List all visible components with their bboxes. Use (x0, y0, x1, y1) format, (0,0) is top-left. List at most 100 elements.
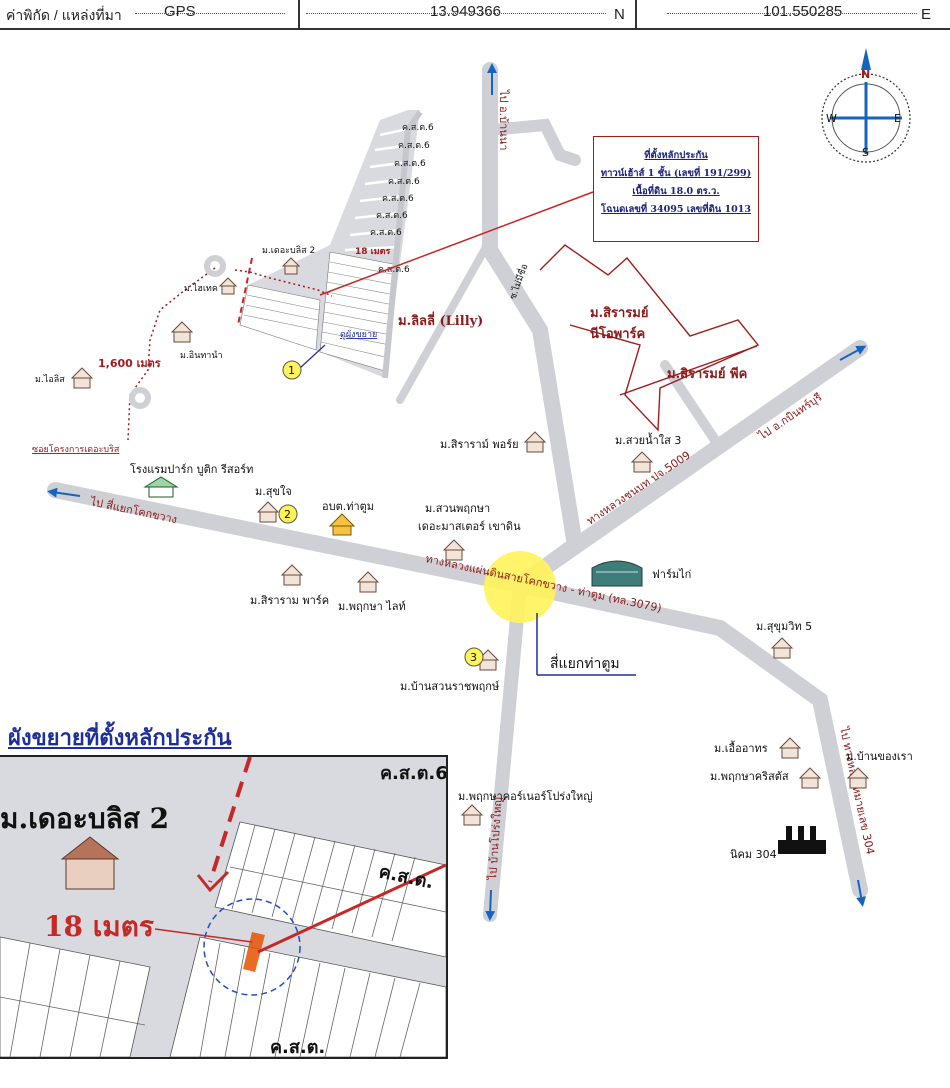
soi-label: ค.ส.ต.6 (398, 141, 430, 151)
info-line1: ทาวน์เฮ้าส์ 1 ชั้น (เลขที่ 191/299) (600, 168, 752, 179)
longitude-unit: E (921, 6, 932, 23)
road-peak (660, 360, 720, 445)
house-icon (170, 321, 194, 343)
house-icons (70, 257, 870, 826)
label-sirarom-peak: ม.สิรารมย์ พีค (667, 366, 747, 382)
label-pruksa-corner: ม.พฤกษาคอร์เนอร์โปร่งใหญ่ (458, 789, 593, 803)
label-sukjai: ม.สุขใจ (255, 485, 292, 498)
inset-soi-bot: ค.ส.ต. (270, 1037, 325, 1057)
label-nikom: นิคม 304 (730, 848, 777, 861)
label-intana: ม.อินทานำ (180, 350, 223, 361)
label-sirarom-park: ม.สิราราม พาร์ค (250, 594, 329, 607)
soi-label: ค.ส.ต.6 (394, 159, 426, 169)
road-label-soi-project: ซอยโครงการเดอะบริส (32, 444, 120, 455)
inset-map: ค.ส.ต.6 ค.ส.ต. ค.ส.ต. ม.เดอะบลิส 2 18 เม… (0, 755, 448, 1059)
soi-label: ค.ส.ต.6 (370, 228, 402, 238)
info-title: ที่ตั้งหลักประกัน (644, 150, 708, 161)
road-label-ban-na: ไป อ.บ้านนา (497, 89, 510, 151)
label-ban-kong-rao: ม.บ้านของเรา (846, 750, 913, 763)
label-sirarom-neo2: นีโอพาร์ค (590, 325, 645, 342)
place-labels: ม.เดอะบลิส 2 18 เมตร ม.ไฮเทค ม.ลิลลี่ (L… (35, 245, 913, 861)
focus-circle (203, 898, 301, 996)
house-icon (280, 564, 304, 586)
svg-text:3: 3 (470, 651, 477, 664)
house-icon (778, 737, 802, 759)
dotted-line (135, 12, 285, 14)
inset-drawing: ค.ส.ต.6 ค.ส.ต. ค.ส.ต. (0, 757, 446, 1057)
collateral-plot (243, 932, 265, 972)
compass-rose: N S E W (821, 48, 911, 163)
soi-labels: ค.ส.ต.6 ค.ส.ต.6 ค.ส.ต.6 ค.ส.ต.6 ค.ส.ต.6 … (370, 123, 434, 275)
road-arrows (47, 63, 867, 921)
road-3079 (47, 482, 528, 593)
label-suan-pruksa: ม.สวนพฤกษา (425, 502, 490, 515)
label-sirarom-prime: ม.สิราราม์ พอร์ย (440, 438, 519, 451)
marker-1: 1 (282, 344, 326, 380)
marker-3: 3 (464, 647, 484, 667)
inset-distance: 18 เมตร (44, 910, 154, 943)
coord-source-cell: ค่าพิกัด / แหล่งที่มา GPS (0, 0, 300, 28)
house-icon (460, 804, 484, 826)
farm-icon (591, 560, 643, 587)
latitude-value: 13.949366 (430, 3, 501, 20)
factory-icon (778, 826, 826, 854)
latitude-cell: 13.949366 N (300, 0, 637, 28)
junction-circle (484, 551, 556, 623)
label-high-tech: ม.ไฮเทค (184, 283, 218, 294)
info-line2: เนื้อที่ดิน 18.0 ตร.ว. (632, 186, 720, 197)
obt-office-icon (328, 513, 356, 536)
road-north-branch (484, 118, 581, 166)
label-sukhumvit5: ม.สุขุมวิท 5 (756, 620, 812, 633)
label-distance: 1,600 เมตร (98, 357, 161, 370)
compass-w: W (826, 112, 837, 125)
hotel-icon (143, 476, 179, 498)
label-hotel: โรงแรมปาร์ก บูติก รีสอร์ท (130, 462, 253, 476)
dotted-line (306, 12, 606, 14)
coord-source: GPS (164, 3, 196, 20)
label-master-khao: เดอะมาสเตอร์ เขาดิน (418, 520, 521, 533)
house-icon (770, 637, 794, 659)
dotted-line (667, 12, 917, 14)
inset-soi-top: ค.ส.ต.6 (380, 763, 446, 784)
svg-text:1: 1 (288, 364, 295, 377)
inset-title: ผังขยายที่ตั้งหลักประกัน (8, 726, 232, 751)
house-icon (798, 767, 822, 789)
house-icon (218, 277, 238, 295)
compass-e: E (894, 112, 901, 125)
inset-pointer-line (257, 863, 446, 954)
label-pruksa-light: ม.พฤกษา ไลท์ (338, 600, 406, 613)
collateral-info-box: ที่ตั้งหลักประกัน ทาวน์เฮ้าส์ 1 ชั้น (เล… (593, 136, 759, 242)
longitude-cell: 101.550285 E (637, 0, 950, 28)
house-icon (630, 451, 654, 473)
soi-label: ค.ส.ต.6 (382, 194, 414, 204)
label-pruksa-kris: ม.พฤกษาคริสตัส (710, 770, 789, 783)
label-ua-arthorn: ม.เอื้ออาทร (714, 740, 768, 755)
north-arrow-icon (861, 48, 871, 70)
pointer-line (319, 191, 594, 296)
label-suay-nam-sai: ม.สวยน้ำใส 3 (615, 432, 681, 447)
label-lilly: ม.ลิลลี่ (Lilly) (398, 311, 483, 329)
road-to-village (396, 236, 494, 404)
label-18m: 18 เมตร (355, 247, 391, 257)
soi-label: ค.ส.ต.6 (402, 123, 434, 133)
coordinate-header: ค่าพิกัด / แหล่งที่มา GPS 13.949366 N 10… (0, 0, 950, 30)
label-zoom: ดูผังขยาย (340, 330, 377, 340)
coord-label: ค่าพิกัด / แหล่งที่มา (6, 7, 122, 23)
location-map: ค.ส.ต.6 ค.ส.ต.6 ค.ส.ต.6 ค.ส.ต.6 ค.ส.ต.6 … (32, 48, 913, 922)
latitude-unit: N (614, 6, 625, 23)
soi-label: ค.ส.ต.6 (388, 177, 420, 187)
house-icon (60, 836, 120, 890)
label-sirarom-neo: ม.สิรารมย์ (590, 305, 648, 321)
label-ilis: ม.ไอลิส (35, 374, 65, 385)
house-icon (523, 431, 547, 453)
house-icon (356, 571, 380, 593)
route-path (234, 269, 333, 297)
marker-2: 2 (278, 504, 298, 524)
house-icon (281, 257, 301, 275)
village-block (127, 110, 423, 441)
soi-label: ค.ส.ต.6 (378, 265, 410, 275)
road-network (47, 62, 868, 922)
inset-village-name: ม.เดอะบลิส 2 (0, 802, 170, 835)
svg-text:2: 2 (284, 508, 291, 521)
label-chicken-farm: ฟาร์มไก่ (652, 568, 691, 581)
